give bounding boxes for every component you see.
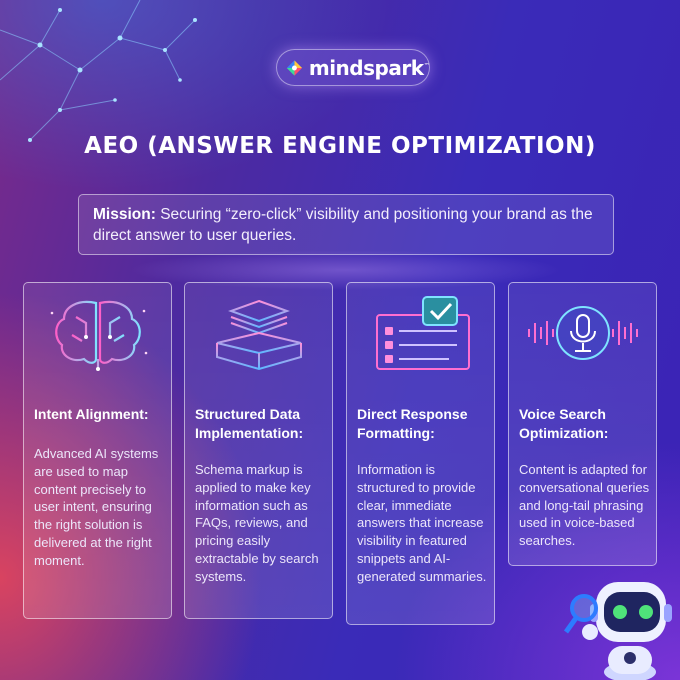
robot-mascot-icon [563,582,672,680]
card-intent-alignment: Intent Alignment: Advanced AI systems ar… [23,282,172,619]
card-title: Direct Response Formatting: [357,406,468,441]
card-voice-search: Voice Search Optimization: Content is ad… [508,282,657,566]
card-body: Content is adapted for conversational qu… [519,462,650,549]
card-direct-response: Direct Response Formatting: Information … [346,282,495,625]
card-body: Advanced AI systems are used to map cont… [34,446,159,568]
page-title: AEO (ANSWER ENGINE OPTIMIZATION) [84,133,596,159]
stacked-layers-icon [216,299,302,371]
brand-logo: mindspark™ [276,49,430,86]
brain-icon [50,300,148,371]
card-body: Schema markup is applied to make key inf… [195,462,319,584]
brand-name: mindspark™ [308,55,430,80]
card-title: Voice Search Optimization: [519,406,609,441]
mindspark-logo-icon [286,59,303,76]
mission-text: Securing “zero-click” visibility and pos… [93,206,593,244]
microphone-icon [528,306,638,360]
mission-label: Mission: [93,206,156,223]
card-body: Information is structured to provide cle… [357,462,487,584]
card-title: Intent Alignment: [34,406,149,422]
card-structured-data: Structured Data Implementation: Schema m… [184,282,333,619]
mission-box: Mission: Securing “zero-click” visibilit… [78,194,614,255]
card-title: Structured Data Implementation: [195,406,304,441]
checklist-icon [376,296,470,370]
glow-divider [130,250,560,290]
network-decoration [0,0,197,142]
